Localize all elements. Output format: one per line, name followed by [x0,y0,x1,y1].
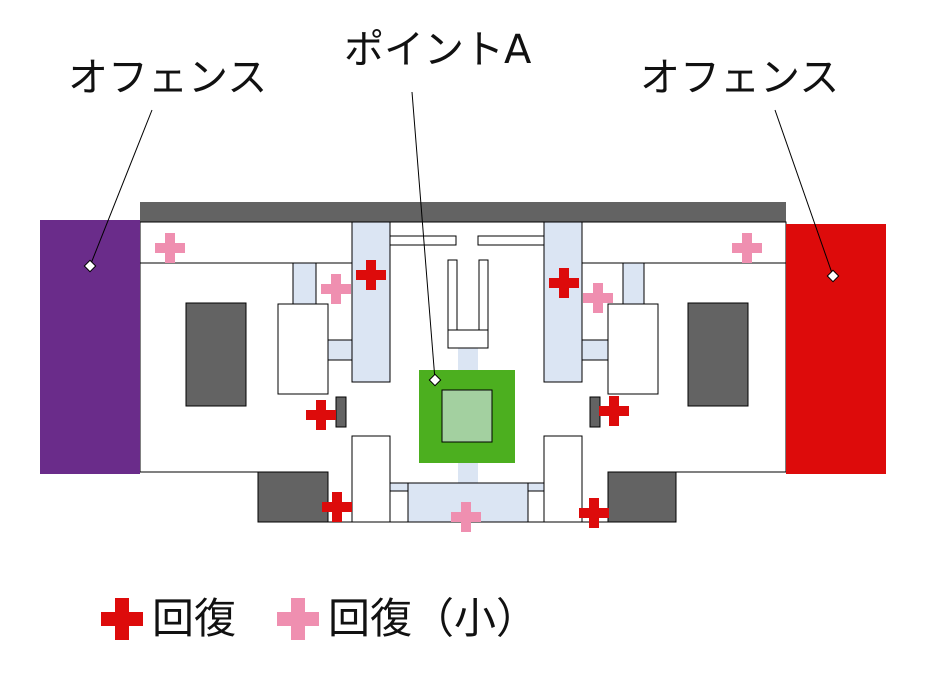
heal-small-icon-1 [155,233,185,263]
box-bottom-left [351,435,391,523]
dark-block-left [185,302,247,407]
fork-prong-right [478,259,489,333]
corridor-bottom-right-strip [527,482,545,492]
heal-small-icon-5 [451,502,481,532]
point-a-core [441,389,493,443]
corridor-bottom-left-strip [389,482,409,492]
corridor-right-tall [543,221,583,383]
small-wall-right [589,396,601,428]
legend-heal-label: 回復 [152,594,237,643]
legend-heal-icon [101,598,143,640]
offense-zone-right [786,224,886,474]
box-bottom-right [543,435,583,523]
heal-small-icon-2 [732,233,762,263]
corridor-right-link [581,339,609,361]
label-point-a: ポイントA [344,27,532,73]
callout-dot-offense-right [826,269,840,283]
dark-block-bottom-right [607,471,677,523]
heal-icon-5 [322,492,352,522]
callout-dot-point-a [428,373,442,387]
top-wall [140,202,786,222]
heal-icon-3 [306,400,336,430]
heal-icon-6 [579,498,609,528]
corridor-center-bottom [458,462,478,484]
callout-line-offense-right [774,109,834,277]
box-right [607,303,659,395]
corridor-center-top [458,348,478,370]
heal-small-icon-4 [583,283,613,313]
callout-line-point-a [411,91,436,381]
corridor-left-tall [351,221,391,383]
callout-dot-offense-left [83,259,97,273]
fork-base [447,329,489,349]
callout-line-offense-left [89,109,153,267]
heal-icon-4 [599,396,629,426]
label-offense-left: オフェンス [68,55,268,101]
bar-top-right [477,235,545,246]
legend-heal-small-icon [277,598,319,640]
corridor-right-small [622,262,645,305]
box-left [277,303,329,395]
heal-icon-1 [356,260,386,290]
bar-top-left [389,235,457,246]
dark-block-bottom-left [257,471,329,523]
heal-small-icon-3 [321,274,351,304]
small-wall-left [335,396,347,428]
offense-zone-left [40,220,140,474]
heal-icon-2 [549,268,579,298]
legend-heal-small-label: 回復（小） [328,594,539,643]
fork-prong-left [447,259,458,333]
dark-block-right [687,302,749,407]
label-offense-right: オフェンス [640,55,840,101]
corridor-left-small [292,262,317,305]
corridor-left-link [327,339,353,361]
